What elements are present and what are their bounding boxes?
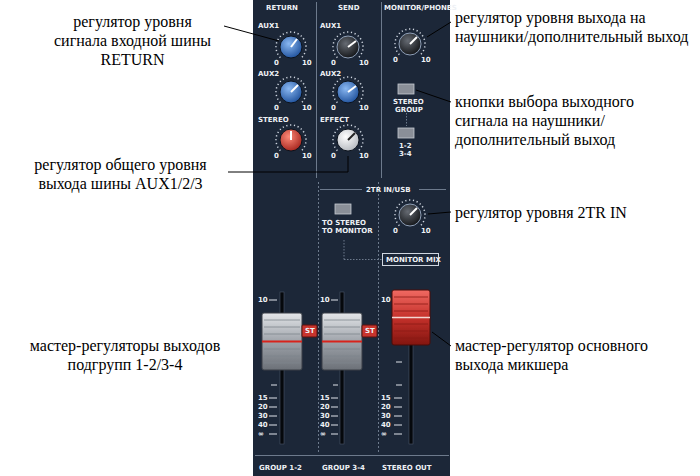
fader-cap [322, 313, 362, 370]
st-button [362, 325, 377, 337]
scale-number: 0 [274, 59, 279, 67]
panel-label: 1-2 [399, 142, 412, 150]
scale-number: 0 [331, 152, 336, 160]
rotary-knob [333, 32, 363, 58]
panel-label: MONITOR/PHONES [384, 4, 457, 12]
annotation-text: регулятор уровня выхода на наушники/допо… [455, 8, 697, 46]
scale-number: 40 [258, 421, 268, 429]
st-button [302, 325, 317, 337]
panel-label: MONITOR MIX [386, 256, 441, 264]
scale-number: 0 [393, 227, 398, 235]
rotary-knob [276, 125, 306, 151]
panel-label: EFFECT [320, 116, 349, 124]
panel-label: RETURN [266, 4, 298, 12]
panel-label: 2TR IN/USB [366, 186, 411, 194]
scale-number: 30 [381, 412, 391, 420]
scale-number: 40 [320, 421, 330, 429]
panel-label: AUX2 [258, 70, 279, 78]
fader-cap [392, 290, 430, 345]
scale-number: 10 [302, 59, 312, 67]
scale-number: 15 [320, 394, 330, 402]
push-button [398, 128, 414, 138]
annotation-text: мастер-регулятор основного выхода микшер… [455, 336, 680, 374]
panel-label: STEREO [393, 98, 424, 106]
scale-number: ∞ [381, 430, 387, 438]
scale-number: 40 [381, 421, 391, 429]
panel-label: GROUP 1-2 [259, 464, 302, 472]
push-button [398, 84, 414, 94]
scale-number: 0 [274, 104, 279, 112]
panel-label: STEREO [258, 116, 289, 124]
scale-number: 0 [331, 104, 336, 112]
scale-number: 20 [320, 403, 330, 411]
panel-label: TO MONITOR [322, 227, 373, 235]
panel-label: GROUP 3-4 [322, 464, 365, 472]
leader-lines [224, 22, 451, 346]
button-label: ST [305, 327, 315, 335]
scale-number: 10 [381, 296, 391, 304]
panel-label: SEND [338, 4, 360, 12]
panel-label: STEREO OUT [382, 464, 432, 472]
panel-label: 3-4 [399, 150, 412, 158]
annotation-text: кнопки выбора выходного сигнала на наушн… [455, 92, 660, 149]
scale-number: 30 [258, 412, 268, 420]
scale-number: 20 [381, 403, 391, 411]
annotation-text: регулятор общего уровня выхода шины AUX1… [18, 155, 223, 193]
panel-label: TO STEREO [322, 219, 366, 227]
scale-number: 10 [421, 56, 431, 64]
scale-number: 0 [393, 56, 398, 64]
scale-number: 15 [381, 394, 391, 402]
scale-number: 10 [359, 59, 369, 67]
scale-number: 0 [274, 152, 279, 160]
scale-number: 30 [320, 412, 330, 420]
panel-label: AUX1 [320, 22, 341, 30]
rotary-knob [395, 200, 425, 226]
scale-number: 10 [302, 104, 312, 112]
scale-number: 10 [359, 152, 369, 160]
scale-number: 10 [320, 296, 330, 304]
annotation-text: регулятор уровня сигнала входной шины RE… [45, 12, 220, 69]
rotary-knob [333, 77, 363, 103]
scale-number: 10 [359, 104, 369, 112]
panel-label: AUX1 [258, 22, 279, 30]
scale-number: ∞ [320, 430, 326, 438]
scale-number: 15 [258, 394, 268, 402]
panel-label: AUX2 [320, 70, 341, 78]
scale-number: 0 [331, 59, 336, 67]
scale-number: 10 [421, 227, 431, 235]
rotary-knob [276, 32, 306, 58]
panel-label: GROUP [395, 106, 423, 114]
push-button [335, 204, 351, 214]
scale-number: 10 [302, 152, 312, 160]
annotation-text: мастер-регуляторы выходов подгрупп 1-2/3… [25, 336, 225, 374]
annotation-text: регулятор уровня 2TR IN [455, 203, 695, 222]
scale-number: 10 [258, 296, 268, 304]
rotary-knob [395, 29, 425, 55]
mixer-panel [253, 0, 450, 476]
rotary-knob [333, 125, 363, 151]
fader-cap [262, 313, 302, 370]
scale-number: 20 [258, 403, 268, 411]
scale-number: ∞ [258, 430, 264, 438]
rotary-knob [276, 77, 306, 103]
panel-dividers [255, 2, 449, 456]
button-label: ST [365, 327, 375, 335]
